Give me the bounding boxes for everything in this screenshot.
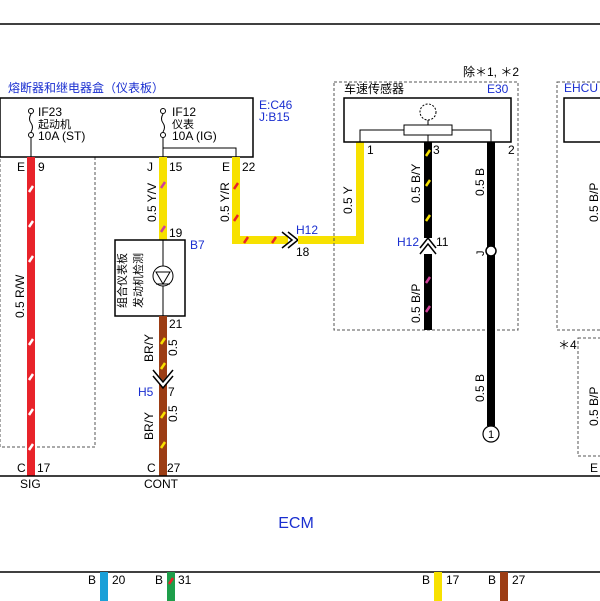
connector-h12b-chevron — [419, 236, 437, 255]
wire-bry-stripes — [159, 337, 167, 449]
connector-h5-label: H5 — [138, 385, 154, 399]
wire-yr-label: 0.5 Y/R — [218, 182, 232, 222]
fuse-symbol-if23 — [28, 108, 34, 138]
wire-bry1-label: BR/Y — [142, 334, 156, 362]
ground-label: 1 — [488, 429, 494, 441]
connector-h12-pin: 18 — [296, 245, 310, 259]
fuse2-branch-to-e22 — [163, 147, 237, 157]
wire-bp-label: 0.5 B/P — [409, 284, 423, 323]
wire-yv-label: 0.5 Y/V — [145, 183, 159, 222]
ecm-box — [0, 475, 600, 573]
speed-sensor-dashed-outline — [333, 81, 519, 331]
pin-c17-num: 17 — [37, 461, 51, 475]
pin-e9-num: 9 — [38, 160, 45, 174]
pin-b31-letter: B — [155, 573, 163, 587]
ehcu-dashed-outline — [556, 81, 600, 331]
fuse-box-conn2: J:B15 — [259, 110, 290, 124]
wire-rw-label: 0.5 R/W — [13, 274, 27, 318]
connector-h12b-label: H12 — [397, 235, 419, 249]
cluster-box — [114, 239, 186, 317]
pin-c27-letter: C — [147, 461, 156, 475]
cluster-label2: 发动机检测 — [131, 253, 145, 308]
wire-bp-stripes — [424, 276, 432, 313]
fuse-if12-rating: 10A (IG) — [172, 129, 217, 143]
pin-c17-letter: C — [17, 461, 26, 475]
ecm-label: ECM — [278, 515, 314, 532]
pin-b20-letter: B — [88, 573, 96, 587]
star4-dashed-outline — [577, 337, 600, 457]
sensor-pin-2: 2 — [508, 143, 515, 157]
connector-h5-pin: 7 — [168, 385, 175, 399]
ehcu-label: EHCU — [564, 81, 598, 95]
wire-bry2-label: BR/Y — [142, 412, 156, 440]
pin-19: 19 — [169, 226, 183, 240]
splice-point — [485, 245, 497, 257]
speed-sensor-title: 车速传感器 — [344, 81, 404, 96]
fuse-if23-name: IF23 — [38, 105, 62, 119]
sensor-pin-1: 1 — [367, 143, 374, 157]
pin-b17-letter: B — [422, 573, 430, 587]
wire-y — [298, 142, 364, 244]
pin-e22-num: 22 — [242, 160, 256, 174]
wire-bottom-brown — [500, 572, 508, 601]
pin-j15-num: 15 — [169, 160, 183, 174]
wire-bp-right2-label: 0.5 B/P — [587, 387, 600, 426]
connector-h5-chevron — [151, 369, 175, 390]
fuse-symbol-if12 — [160, 108, 166, 138]
wire-bottom-cyan — [100, 572, 108, 601]
sensor-gear-icon — [359, 103, 492, 142]
wire-by-stripes — [424, 149, 432, 222]
speed-sensor-note: 除＊1, ＊2 — [463, 64, 519, 79]
fuse-box-block — [0, 97, 254, 158]
wire-by-label: 0.5 B/Y — [409, 164, 423, 203]
wire-yr-stripes — [232, 182, 278, 244]
splice-label: J — [475, 251, 487, 257]
pin-b31-num: 31 — [178, 573, 192, 587]
pin-c27-num: 27 — [167, 461, 181, 475]
pin-b20-num: 20 — [112, 573, 126, 587]
wire-bb-label: 0.5 B — [473, 374, 487, 402]
star4-note: ＊4 — [558, 338, 577, 352]
wire-yv-stripes — [159, 181, 167, 233]
wire-bottom-yellow — [434, 572, 442, 601]
wire-b-label: 0.5 B — [473, 168, 487, 196]
wire-bottom-green — [167, 572, 175, 601]
wire-y-label: 0.5 Y — [341, 186, 355, 214]
wire-bry1-size: 0.5 — [166, 339, 180, 356]
cluster-code: B7 — [190, 238, 205, 252]
fuse-if23-rating: 10A (ST) — [38, 129, 85, 143]
pin-21: 21 — [169, 317, 183, 331]
wire-rw-stripes — [27, 185, 35, 451]
fuse-if23-desc: 起动机 — [38, 117, 71, 131]
ehcu-box — [563, 97, 600, 143]
pin-b27-letter: B — [488, 573, 496, 587]
wire-bry2-size: 0.5 — [166, 405, 180, 422]
fuse-box-title: 熔断器和继电器盒（仪表板） — [8, 80, 164, 95]
pin-e9-letter: E — [17, 160, 25, 174]
pin-b27-num: 27 — [512, 573, 526, 587]
connector-h12-label: H12 — [296, 223, 318, 237]
ecm-pin-sig: SIG — [20, 477, 41, 491]
wire-bottom-green-stripe — [167, 577, 175, 585]
cluster-label1: 组合仪表板 — [115, 253, 129, 308]
fuse-box-conn1: E:C46 — [259, 98, 293, 112]
pin-b17-num: 17 — [446, 573, 460, 587]
engine-check-lamp-icon — [152, 240, 174, 316]
wire-bp-right1-label: 0.5 B/P — [587, 183, 600, 222]
pin-j15-letter: J — [147, 160, 153, 174]
speed-sensor-code: E30 — [487, 82, 509, 96]
fuse-if12-name: IF12 — [172, 105, 196, 119]
connector-h12b-pin: 11 — [436, 235, 449, 249]
sensor-pin-3: 3 — [433, 143, 440, 157]
ground-point — [482, 425, 500, 443]
pin-e-right: E — [590, 461, 598, 475]
pin-e22-letter: E — [222, 160, 230, 174]
ecm-pin-cont: CONT — [144, 477, 179, 491]
fuse-if12-desc: 仪表 — [172, 117, 194, 131]
